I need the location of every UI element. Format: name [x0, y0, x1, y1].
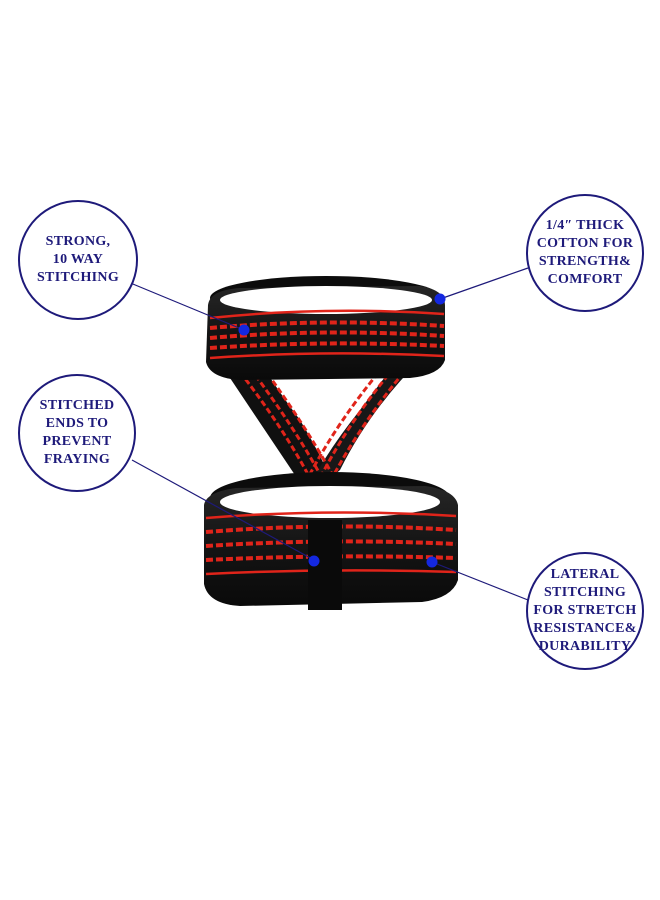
- callout-stitching-text: STRONG, 10 WAY STITCHING: [36, 234, 120, 285]
- strap-lower-loop: [204, 472, 458, 610]
- callout-lateral-stitching-text: LATERAL STITCHING FOR STRETCH RESISTANCE…: [533, 567, 637, 654]
- marker-dot-icon: [426, 556, 438, 568]
- leader-line-2: [439, 267, 529, 300]
- leader-line-3: [131, 459, 315, 561]
- leader-line-4: [431, 561, 529, 601]
- marker-dot-icon: [238, 324, 250, 336]
- callout-thick-cotton-text: 1/4″ THICK COTTON FOR STRENGTH& COMFORT: [536, 218, 634, 287]
- leader-line-1: [127, 281, 245, 331]
- callout-stitched-ends-text: STITCHED ENDS TO PREVENT FRAYING: [39, 398, 115, 467]
- marker-dot-icon: [308, 555, 320, 567]
- callout-lateral-stitching: LATERAL STITCHING FOR STRETCH RESISTANCE…: [526, 552, 644, 670]
- strap-upper-loop: [206, 276, 445, 380]
- marker-dot-icon: [434, 293, 446, 305]
- callout-stitched-ends: STITCHED ENDS TO PREVENT FRAYING: [18, 374, 136, 492]
- callout-stitching: STRONG, 10 WAY STITCHING: [18, 200, 138, 320]
- callout-thick-cotton: 1/4″ THICK COTTON FOR STRENGTH& COMFORT: [526, 194, 644, 312]
